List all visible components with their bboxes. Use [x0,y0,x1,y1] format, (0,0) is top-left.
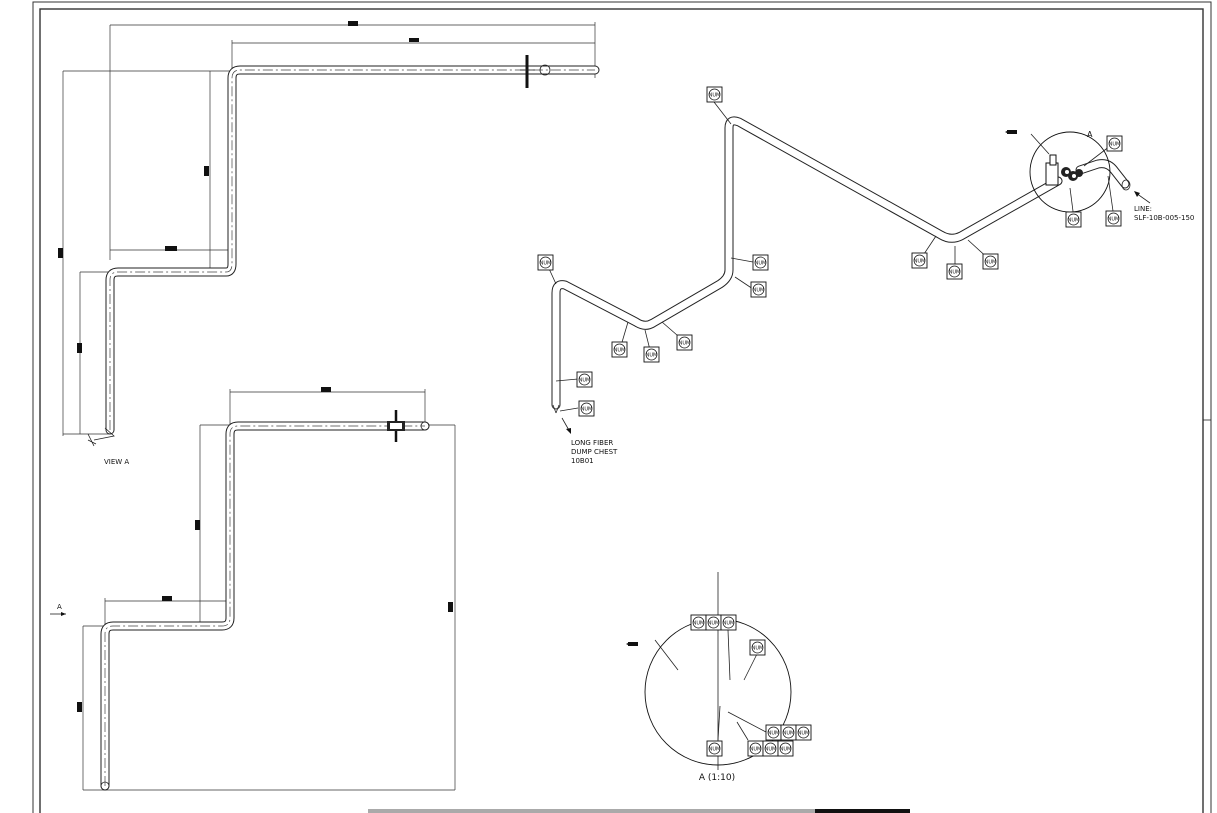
callout: NUM [1106,135,1123,152]
svg-text:NUM: NUM [780,747,792,753]
callout: NUM [750,281,767,298]
svg-text:NUM: NUM [708,621,720,627]
view-top-left: VIEW A [58,21,600,466]
svg-text:NUM: NUM [579,378,591,384]
callout: NUM [752,254,769,271]
detail-leaders [654,629,767,741]
svg-text:NUM: NUM [765,747,777,753]
callout: NUM [946,263,963,280]
inner-border [39,8,1204,813]
svg-text:NUM: NUM [750,747,762,753]
callout: NUM [762,740,779,757]
callout: NUM [777,740,794,757]
svg-text:NUM: NUM [914,259,926,265]
svg-text:NUM: NUM [581,407,593,413]
callout: NUM [780,724,797,741]
callout: NUM [982,253,999,270]
outer-border [32,1,1212,813]
callout: NUM [1065,211,1082,228]
callout: NUM [795,724,812,741]
line-id: SLF-10B-005-150 [1134,214,1194,222]
callout: NUM [706,740,723,757]
svg-text:NUM: NUM [1109,142,1121,148]
svg-text:NUM: NUM [1068,218,1080,224]
callout: NUM [676,334,693,351]
callout: NUM [643,346,660,363]
destination-line-2: DUMP CHEST [571,448,618,456]
svg-text:NUM: NUM [1108,217,1120,223]
detail-view: NUM NUM NUM NUM NUM NUM NUM NUM NUM NUM … [626,572,812,783]
svg-text:NUM: NUM [723,621,735,627]
svg-text:NUM: NUM [753,288,765,294]
svg-text:NUM: NUM [693,621,705,627]
svg-text:NUM: NUM [709,747,721,753]
svg-text:NUM: NUM [709,93,721,99]
callout: NUM [690,614,707,631]
svg-text:NUM: NUM [949,270,961,276]
callout: NUM [749,639,766,656]
svg-text:NUM: NUM [798,731,810,737]
svg-text:NUM: NUM [540,261,552,267]
view-bottom-left: A [50,387,456,791]
svg-text:NUM: NUM [755,261,767,267]
callout: NUM [537,254,554,271]
callout: NUM [747,740,764,757]
callout: NUM [611,341,628,358]
callout-leaders [545,101,1115,412]
callout: NUM [576,371,593,388]
detail-a-label: A [1087,130,1093,139]
isometric-view: A LINE: SLF-10B-005-150 LONG FIBER DUMP … [537,86,1194,465]
svg-text:NUM: NUM [679,341,691,347]
callout: NUM [705,614,722,631]
svg-text:NUM: NUM [614,348,626,354]
view-a-label: VIEW A [104,458,129,466]
svg-text:NUM: NUM [783,731,795,737]
svg-text:NUM: NUM [768,731,780,737]
svg-text:NUM: NUM [646,353,658,359]
callout: NUM [578,400,595,417]
destination-line-1: LONG FIBER [571,439,613,447]
valve-cluster-icon [1045,154,1083,186]
svg-text:NUM: NUM [985,260,997,266]
line-label: LINE: [1134,205,1152,213]
detail-title: A (1:10) [699,773,735,783]
callout: NUM [1105,210,1122,227]
callout: NUM [720,614,737,631]
destination-line-3: 10B01 [571,457,594,465]
svg-text:NUM: NUM [752,646,764,652]
callout: NUM [911,252,928,269]
callout: NUM [706,86,723,103]
callout: NUM [765,724,782,741]
section-a-label: A [57,603,62,611]
